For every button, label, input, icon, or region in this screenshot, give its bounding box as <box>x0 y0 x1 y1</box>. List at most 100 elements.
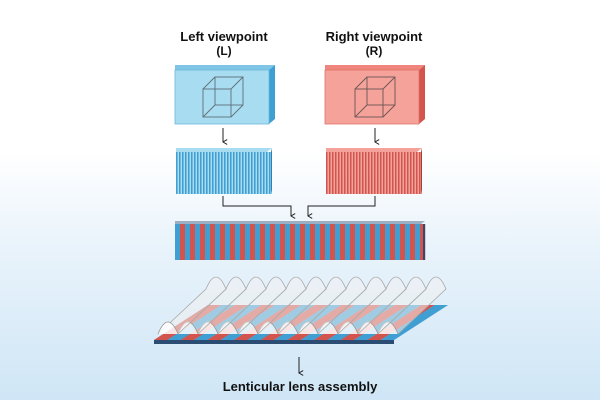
interlaced-stripe <box>410 224 416 260</box>
slice-gap <box>342 152 344 194</box>
slice-gap <box>258 152 260 194</box>
slice-stripe <box>347 152 349 194</box>
slice-stripe <box>191 152 193 194</box>
right-viewpoint-code: (R) <box>365 44 383 58</box>
slice-gap <box>411 152 413 194</box>
slice-gap <box>192 152 194 194</box>
slice-stripe <box>338 152 340 194</box>
interlaced-stripe <box>185 224 191 260</box>
slice-stripe <box>326 152 328 194</box>
slice-gap <box>396 152 398 194</box>
slice-gap <box>216 152 218 194</box>
interlaced-stripe <box>195 224 201 260</box>
interlaced-stripe <box>380 224 386 260</box>
slice-gap <box>387 152 389 194</box>
interlaced-stripe <box>305 224 311 260</box>
slice-stripe <box>419 152 421 194</box>
slice-stripe <box>383 152 385 194</box>
slice-stripe <box>407 152 409 194</box>
interlaced-stripe <box>325 224 331 260</box>
slice-stripe <box>344 152 346 194</box>
slice-gap <box>228 152 230 194</box>
right-panel-front-face <box>324 69 420 125</box>
slice-gap <box>219 152 221 194</box>
slice-gap <box>369 152 371 194</box>
interlaced-stripe <box>420 224 426 260</box>
slice-gap <box>201 152 203 194</box>
right-panel-side-face <box>419 65 425 124</box>
slice-gap <box>336 152 338 194</box>
right-viewpoint-title: Right viewpoint <box>325 29 423 44</box>
slice-stripe <box>248 152 250 194</box>
slice-stripe <box>377 152 379 194</box>
interlaced-stripe <box>335 224 341 260</box>
slice-gap <box>354 152 356 194</box>
right-striped-slices <box>326 148 422 194</box>
slice-stripe <box>206 152 208 194</box>
interlaced-stripe <box>390 224 396 260</box>
interlaced-stripe <box>225 224 231 260</box>
slice-gap <box>255 152 257 194</box>
slice-stripe <box>413 152 415 194</box>
slice-gap <box>225 152 227 194</box>
interlaced-stripe <box>215 224 221 260</box>
slice-stripe <box>332 152 334 194</box>
interlaced-stripe <box>340 224 346 260</box>
slice-stripe <box>335 152 337 194</box>
interlaced-stripe <box>250 224 256 260</box>
slice-gap <box>267 152 269 194</box>
slice-stripe <box>176 152 178 194</box>
interlaced-stripe <box>375 224 381 260</box>
slice-stripe <box>203 152 205 194</box>
slice-stripe <box>260 152 262 194</box>
slice-stripe <box>239 152 241 194</box>
slice-stripe <box>224 152 226 194</box>
slice-block-top <box>326 148 422 152</box>
slice-stripe <box>395 152 397 194</box>
slice-stripe <box>233 152 235 194</box>
slice-gap <box>405 152 407 194</box>
lens-end-cap <box>157 321 179 335</box>
slice-gap <box>393 152 395 194</box>
slice-gap <box>366 152 368 194</box>
left-panel-top-face <box>175 65 275 70</box>
slice-stripe <box>350 152 352 194</box>
slice-stripe <box>221 152 223 194</box>
lenticular-lens-assembly <box>154 276 448 344</box>
slice-stripe <box>359 152 361 194</box>
right-panel-top-face <box>325 65 425 70</box>
slice-stripe <box>188 152 190 194</box>
slice-gap <box>372 152 374 194</box>
slice-gap <box>264 152 266 194</box>
slice-stripe <box>353 152 355 194</box>
slice-stripe <box>179 152 181 194</box>
interlaced-stripe <box>285 224 291 260</box>
slice-stripe <box>197 152 199 194</box>
slice-gap <box>399 152 401 194</box>
slice-stripe <box>218 152 220 194</box>
slice-gap <box>384 152 386 194</box>
slice-stripe <box>401 152 403 194</box>
slice-gap <box>180 152 182 194</box>
left-panel-front-face <box>174 69 270 125</box>
slice-stripe <box>389 152 391 194</box>
slice-gap <box>240 152 242 194</box>
slice-stripe <box>341 152 343 194</box>
wireframe-cube-icon <box>202 76 244 118</box>
slice-stripe <box>380 152 382 194</box>
slice-stripe <box>257 152 259 194</box>
interlaced-stripe <box>415 224 421 260</box>
wireframe-cube-icon <box>354 76 396 118</box>
interlaced-stripe <box>230 224 236 260</box>
base-sheet-edge <box>154 340 394 344</box>
interlaced-stripe <box>365 224 371 260</box>
slice-stripe <box>269 152 271 194</box>
interlaced-stripe <box>320 224 326 260</box>
slice-gap <box>189 152 191 194</box>
slice-stripe <box>185 152 187 194</box>
slice-gap <box>231 152 233 194</box>
interlaced-stripe <box>190 224 196 260</box>
slice-stripe <box>182 152 184 194</box>
interlaced-stripe <box>200 224 206 260</box>
